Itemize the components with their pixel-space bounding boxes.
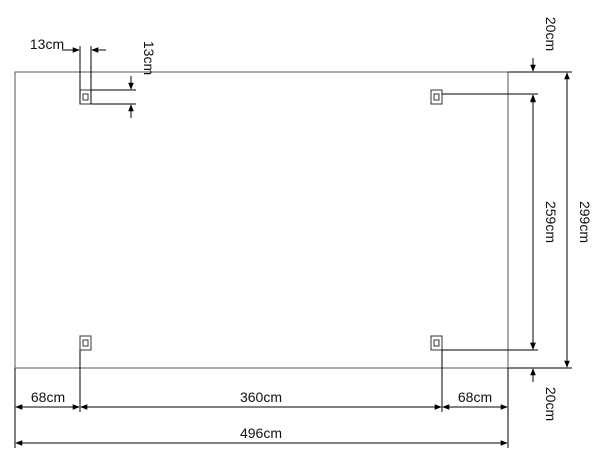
post-bottom-left xyxy=(79,335,92,351)
dim-post-offset-y xyxy=(91,76,136,118)
right-extension-lines xyxy=(442,71,572,369)
label-top-margin: 20cm xyxy=(543,17,559,51)
label-post-span-horizontal: 360cm xyxy=(240,389,282,405)
dim-post-offset-x xyxy=(62,46,106,104)
roof-outline xyxy=(14,71,509,369)
label-left-overhang: 68cm xyxy=(31,389,65,405)
post-top-right xyxy=(430,89,443,105)
label-post-offset-y: 13cm xyxy=(141,41,157,75)
label-total-depth: 299cm xyxy=(577,201,593,243)
label-bottom-margin: 20cm xyxy=(543,387,559,421)
post-bottom-right xyxy=(430,335,443,351)
label-total-width: 496cm xyxy=(240,425,282,441)
bottom-extension-lines xyxy=(14,350,509,448)
post-top-left xyxy=(79,89,92,105)
label-right-overhang: 68cm xyxy=(458,389,492,405)
label-post-span-vertical: 259cm xyxy=(543,201,559,243)
label-post-offset-x: 13cm xyxy=(30,36,64,52)
